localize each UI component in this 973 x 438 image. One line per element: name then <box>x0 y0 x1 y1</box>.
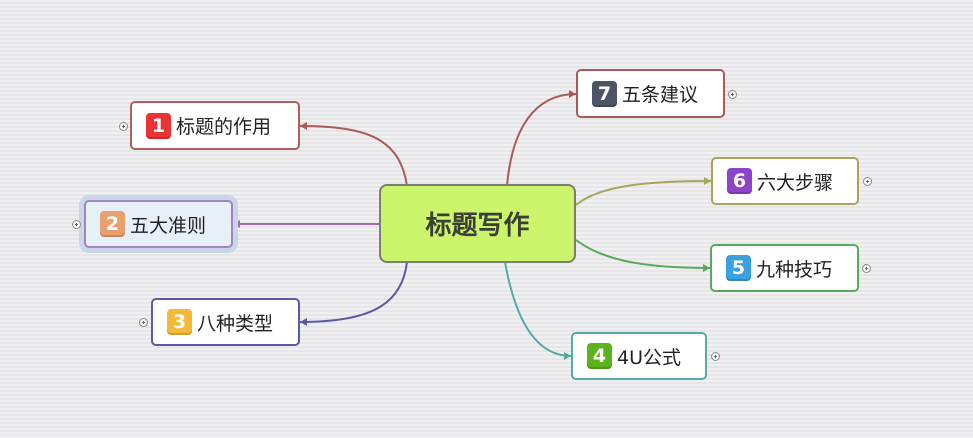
connector-topic-1 <box>299 125 408 187</box>
topic-3-label: 八种类型 <box>197 312 274 335</box>
number-badge-4: 4 <box>587 343 612 369</box>
arrowhead-topic-1 <box>300 122 307 130</box>
expand-topic-3-icon[interactable] <box>139 318 148 327</box>
topic-1[interactable]: 1 标题的作用 <box>130 101 300 150</box>
central-topic-label: 标题写作 <box>425 211 530 241</box>
expand-topic-2-icon[interactable] <box>72 220 81 229</box>
number-badge-7: 7 <box>592 80 617 107</box>
topic-3[interactable]: 3 八种类型 <box>151 298 300 346</box>
connector-topic-6 <box>575 180 712 206</box>
number-badge-3: 3 <box>167 309 192 335</box>
topic-4[interactable]: 4 4U公式 <box>571 332 707 380</box>
topic-7-label: 五条建议 <box>622 84 699 106</box>
central-topic[interactable]: 标题写作 <box>379 184 576 263</box>
connector-topic-4 <box>504 261 572 357</box>
topic-4-label: 4U公式 <box>617 346 681 369</box>
connector-topic-5 <box>575 239 711 269</box>
expand-topic-6-icon[interactable] <box>863 177 872 186</box>
expand-topic-4-icon[interactable] <box>711 352 720 361</box>
topic-1-label: 标题的作用 <box>176 116 272 138</box>
connector-topic-3 <box>299 261 408 323</box>
arrowhead-topic-2 <box>233 220 240 228</box>
topic-2-label: 五大准则 <box>130 214 207 237</box>
topic-7[interactable]: 7 五条建议 <box>576 69 725 118</box>
topic-2[interactable]: 2 五大准则 <box>84 200 233 248</box>
topic-5-label: 九种技巧 <box>756 258 833 281</box>
number-badge-1: 1 <box>146 112 171 139</box>
expand-topic-7-icon[interactable] <box>728 90 737 99</box>
arrowhead-topic-3 <box>300 318 307 326</box>
arrowhead-topic-7 <box>569 90 576 98</box>
number-badge-2: 2 <box>100 211 125 237</box>
number-badge-6: 6 <box>727 168 752 194</box>
topic-5[interactable]: 5 九种技巧 <box>710 244 859 292</box>
topic-6[interactable]: 6 六大步骤 <box>711 157 859 205</box>
topic-6-label: 六大步骤 <box>757 171 834 194</box>
expand-topic-1-icon[interactable] <box>119 122 128 131</box>
connector-topic-7 <box>506 93 577 187</box>
number-badge-5: 5 <box>726 255 751 281</box>
arrowhead-topic-6 <box>704 177 711 185</box>
arrowhead-topic-4 <box>564 352 571 360</box>
arrowhead-topic-5 <box>703 264 710 272</box>
expand-topic-5-icon[interactable] <box>862 264 871 273</box>
